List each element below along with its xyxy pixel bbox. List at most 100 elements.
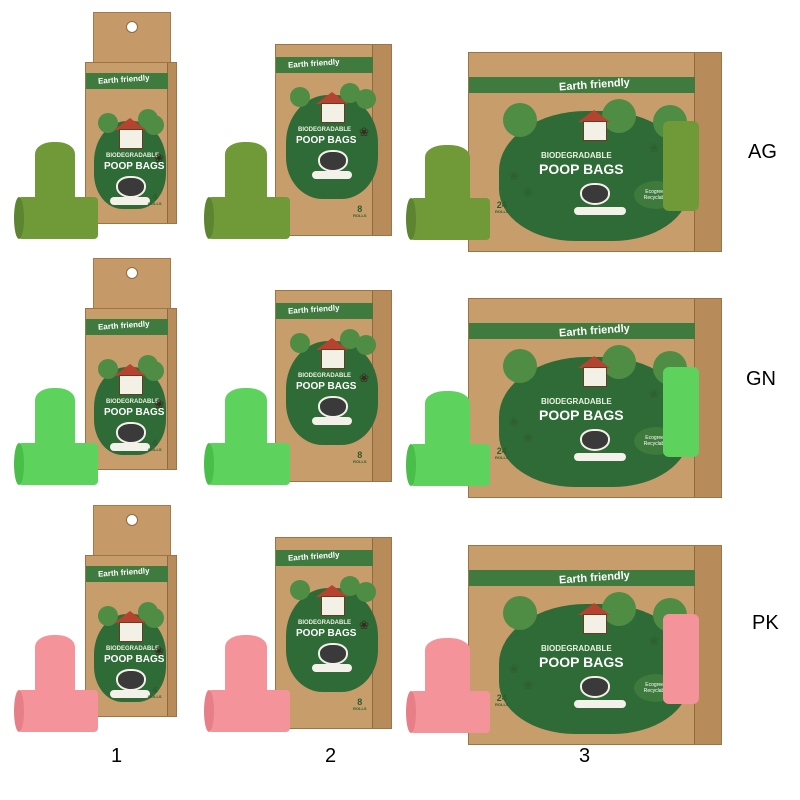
poop-bags-label: POOP BAGS (104, 654, 165, 665)
paw-print-icon: ❀ (154, 397, 165, 411)
french-bulldog-icon (318, 643, 348, 665)
bag-roll-inside-box (663, 614, 699, 704)
earth-friendly-band (276, 57, 373, 73)
doghouse-icon (583, 614, 607, 634)
roll-count-unit: ROLLS (148, 694, 162, 699)
french-bulldog-icon (580, 429, 610, 451)
bone-icon (312, 417, 352, 425)
paw-print-icon: ❀ (359, 125, 370, 139)
poop-bags-label: POOP BAGS (296, 135, 357, 146)
roll-count-unit: ROLLS (353, 213, 367, 218)
bone-icon (110, 443, 150, 451)
earth-friendly-band (469, 77, 695, 93)
paw-print-icon: ❀ (359, 618, 370, 632)
bone-icon (110, 690, 150, 698)
biodegradable-label: BIODEGRADABLE (298, 127, 352, 133)
roll-count-number: 24 (496, 693, 507, 703)
lying-bag-roll (14, 443, 98, 485)
hang-hole (126, 21, 138, 33)
biodegradable-label: BIODEGRADABLE (106, 153, 160, 159)
paw-print-icon: ❀ (649, 141, 660, 155)
bone-icon (574, 453, 626, 461)
standing-bag-roll (35, 142, 75, 202)
hang-hole (126, 514, 138, 526)
roll-count-number: 4 (152, 192, 158, 202)
standing-bag-roll (225, 388, 267, 450)
biodegradable-label: BIODEGRADABLE (298, 620, 352, 626)
box-side-panel (167, 309, 176, 469)
earth-friendly-band (276, 550, 373, 566)
poop-bags-label: POOP BAGS (539, 654, 624, 670)
box-side-panel (167, 63, 176, 223)
bone-icon (574, 207, 626, 215)
tree-icon (503, 596, 537, 630)
hang-hole (126, 267, 138, 279)
roll-end-cap (14, 690, 24, 732)
earth-friendly-band (86, 319, 168, 335)
roll-count-number: 8 (357, 450, 363, 460)
roll-end-cap (204, 443, 214, 485)
box-hanger-tab (93, 258, 171, 315)
roll-end-cap (14, 197, 24, 239)
standing-bag-roll (425, 145, 470, 207)
paw-print-icon: ❀ (509, 415, 520, 429)
earth-friendly-band (86, 73, 168, 89)
roll-count-unit: ROLLS (495, 702, 509, 707)
poop-bags-label: POOP BAGS (296, 381, 357, 392)
roll-count-unit: ROLLS (353, 459, 367, 464)
doghouse-roof-icon (114, 118, 146, 130)
biodegradable-label: BIODEGRADABLE (541, 397, 612, 406)
lying-bag-roll (406, 198, 490, 240)
doghouse-roof-icon (316, 92, 348, 104)
standing-bag-roll (425, 391, 470, 453)
roll-count-unit: ROLLS (148, 447, 162, 452)
standing-bag-roll (35, 388, 75, 448)
bag-roll-inside-box (663, 367, 699, 457)
poop-bags-label: POOP BAGS (104, 407, 165, 418)
biodegradable-label: BIODEGRADABLE (298, 373, 352, 379)
roll-count-unit: ROLLS (495, 209, 509, 214)
paw-print-icon: ❀ (523, 431, 534, 445)
roll-end-cap (204, 197, 214, 239)
roll-count-unit: ROLLS (495, 455, 509, 460)
roll-count-number: 8 (357, 204, 363, 214)
roll-end-cap (14, 443, 24, 485)
doghouse-roof-icon (114, 364, 146, 376)
roll-end-cap (204, 690, 214, 732)
roll-count-number: 8 (357, 697, 363, 707)
doghouse-roof-icon (316, 338, 348, 350)
row-label-pk: PK (752, 612, 779, 634)
doghouse-roof-icon (578, 603, 610, 615)
bone-icon (574, 700, 626, 708)
row-label-ag: AG (748, 141, 777, 163)
roll-end-cap (406, 198, 416, 240)
doghouse-icon (119, 129, 143, 149)
roll-count-number: 4 (152, 685, 158, 695)
standing-bag-roll (35, 635, 75, 695)
poop-bags-label: POOP BAGS (296, 628, 357, 639)
doghouse-icon (583, 121, 607, 141)
tree-icon (98, 359, 118, 379)
roll-count-number: 24 (496, 200, 507, 210)
roll-count-number: 24 (496, 446, 507, 456)
paw-print-icon: ❀ (649, 387, 660, 401)
tree-icon (503, 349, 537, 383)
biodegradable-label: BIODEGRADABLE (106, 399, 160, 405)
tree-icon (356, 89, 376, 109)
box-side-panel (167, 556, 176, 716)
standing-bag-roll (425, 638, 470, 700)
french-bulldog-icon (318, 150, 348, 172)
doghouse-roof-icon (114, 611, 146, 623)
roll-end-cap (406, 444, 416, 486)
standing-bag-roll (225, 635, 267, 697)
